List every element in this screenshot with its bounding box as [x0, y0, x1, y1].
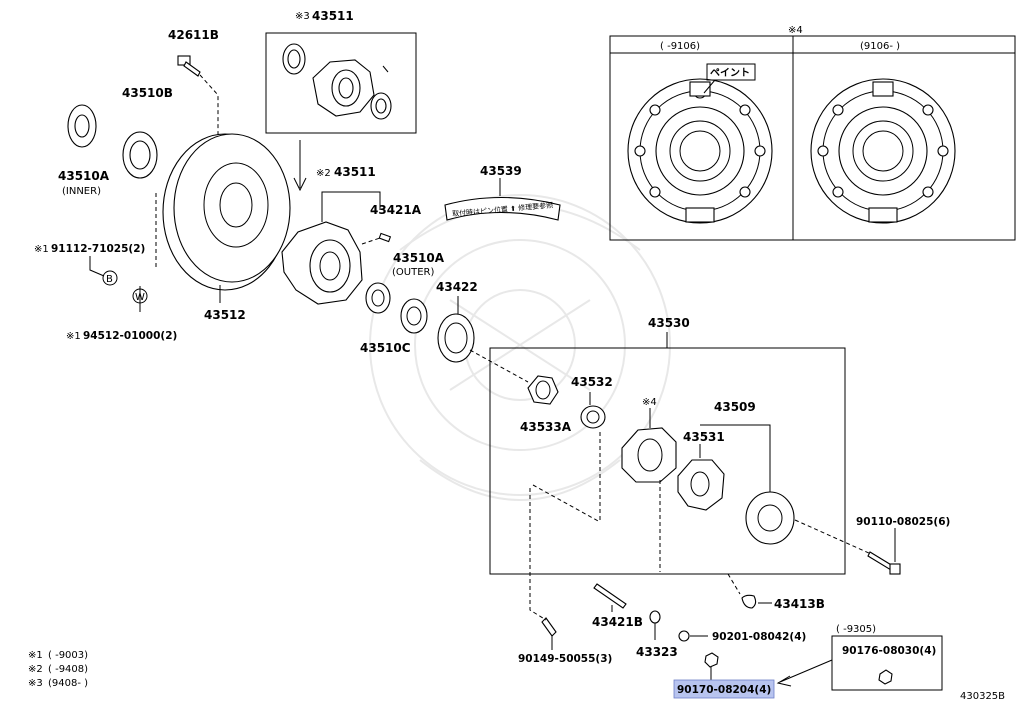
label-90170[interactable]: 90170-08204(4) — [677, 684, 771, 696]
inset-mark: ※4 — [788, 25, 803, 36]
part-90201 — [678, 630, 690, 642]
label-90201[interactable]: 90201-08042(4) — [712, 631, 806, 643]
highlight-90170 — [673, 679, 775, 699]
inset-right-hub — [810, 78, 956, 224]
part-43539-label — [444, 197, 561, 221]
label-90176[interactable]: 90176-08030(4) — [842, 645, 936, 657]
label-43511-mid[interactable]: 43511 — [334, 165, 376, 179]
label-43413B[interactable]: 43413B — [774, 597, 825, 611]
part-43421A-pin — [378, 232, 392, 243]
label-42611B[interactable]: 42611B — [168, 28, 219, 42]
part-90170-nut — [704, 652, 719, 668]
label-43510C[interactable]: 43510C — [360, 341, 411, 355]
label-43531[interactable]: 43531 — [683, 430, 725, 444]
legend-mark-3: ※3 — [28, 678, 43, 689]
part-43511-hub — [281, 221, 363, 305]
label-43323[interactable]: 43323 — [636, 645, 678, 659]
part-43510A-outer — [365, 282, 428, 334]
label-43533A[interactable]: 43533A — [520, 420, 572, 434]
label-94512[interactable]: 94512-01000(2) — [83, 330, 177, 342]
part-90149-screw — [541, 617, 557, 637]
part-43413B-ring — [741, 594, 757, 609]
inset-left-hub — [627, 78, 773, 224]
box-9305 — [776, 635, 943, 691]
mark-91112: ※1 — [34, 244, 49, 255]
label-90110[interactable]: 90110-08025(6) — [856, 516, 950, 528]
part-43510A-inner — [67, 104, 97, 148]
mark-94512: ※1 — [66, 331, 81, 342]
circle-w: W — [135, 292, 145, 303]
label-43539[interactable]: 43539 — [480, 164, 522, 178]
mark-4-flange: ※4 — [642, 397, 657, 408]
label-43510A-outer-sub: (OUTER) — [392, 267, 434, 278]
part-43422-gasket — [437, 313, 475, 363]
part-42611B — [177, 55, 201, 77]
legend-mark-1: ※1 — [28, 650, 43, 661]
label-43512[interactable]: 43512 — [204, 308, 246, 322]
mark-43511-top: ※3 — [295, 11, 310, 22]
small-box-header: ( -9305) — [836, 624, 876, 635]
mark-43511-mid: ※2 — [316, 168, 331, 179]
label-43422[interactable]: 43422 — [436, 280, 478, 294]
part-43510B — [122, 131, 158, 179]
inset-left-header: ( -9106) — [660, 41, 700, 52]
label-43510A-inner[interactable]: 43510A — [58, 169, 110, 183]
part-90110-bolt — [867, 551, 901, 575]
inset-box — [609, 35, 1016, 241]
kit-43511-box — [265, 32, 417, 134]
label-43511-top[interactable]: 43511 — [312, 9, 354, 23]
inset-paint-label: ペイント — [710, 67, 750, 79]
inset-right-header: (9106- ) — [860, 41, 900, 52]
legend-range-2: ( -9408) — [48, 664, 88, 675]
label-91112[interactable]: 91112-71025(2) — [51, 243, 145, 255]
part-43421B-stud — [593, 583, 627, 609]
label-43509[interactable]: 43509 — [714, 400, 756, 414]
label-43532[interactable]: 43532 — [571, 375, 613, 389]
label-90149[interactable]: 90149-50055(3) — [518, 653, 612, 665]
label-43421B[interactable]: 43421B — [592, 615, 643, 629]
label-43421A[interactable]: 43421A — [370, 203, 422, 217]
part-43512-disc — [162, 133, 291, 291]
label-43530[interactable]: 43530 — [648, 316, 690, 330]
diagram-id: 430325B — [960, 691, 1005, 702]
circle-b: B — [106, 274, 113, 285]
part-43323 — [649, 610, 661, 624]
legend-mark-2: ※2 — [28, 664, 43, 675]
label-43510A-outer[interactable]: 43510A — [393, 251, 445, 265]
legend-range-3: (9408- ) — [48, 678, 88, 689]
label-43510A-inner-sub: (INNER) — [62, 186, 101, 197]
label-43510B[interactable]: 43510B — [122, 86, 173, 100]
kit-43530-box — [489, 332, 881, 595]
legend-range-1: ( -9003) — [48, 650, 88, 661]
